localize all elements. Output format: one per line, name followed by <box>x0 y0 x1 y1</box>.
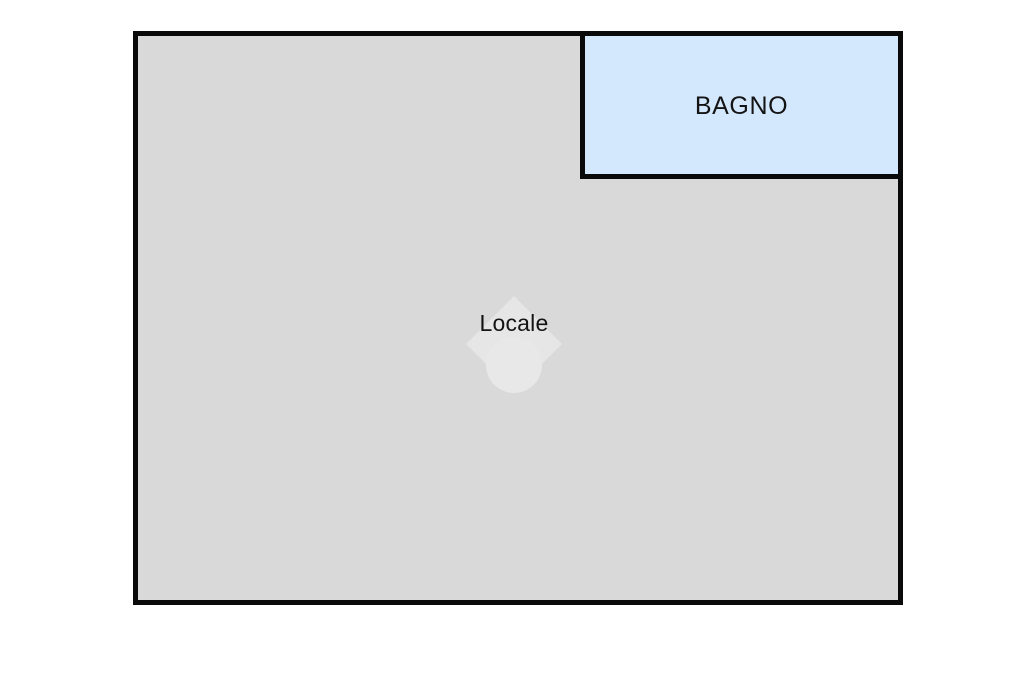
room-label-bagno: BAGNO <box>694 92 789 120</box>
room-locale-upper-section <box>133 31 585 179</box>
room-label-locale: Locale <box>479 310 549 336</box>
room-bagno <box>580 31 903 179</box>
room-locale-lower-section <box>133 174 903 605</box>
